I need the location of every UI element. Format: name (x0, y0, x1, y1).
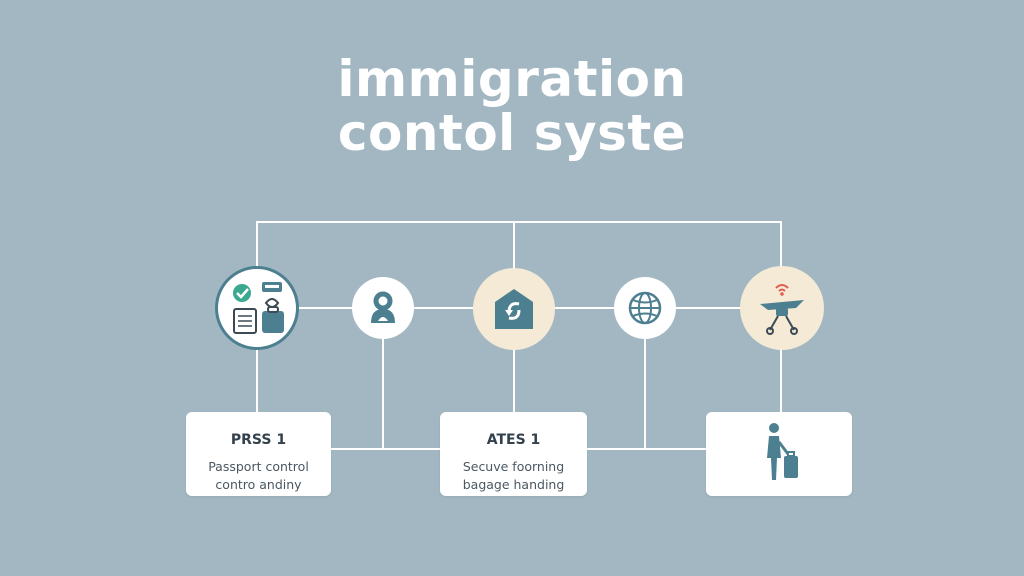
diagram-title-line-2: contol syste (337, 104, 687, 162)
card-line: Passport control (208, 459, 309, 474)
drone-signal-icon (760, 284, 804, 335)
card-line: Secuve foorning (462, 459, 565, 474)
globe-icon (628, 291, 662, 325)
card-baggage-handling: ATES 1 Secuve foorning bagage handing (440, 412, 587, 496)
card-title: ATES 1 (486, 432, 541, 448)
card-line: bagage handing (462, 477, 565, 492)
node-house-arrows (473, 268, 555, 350)
node-person (352, 277, 414, 339)
traveler-luggage-icon (767, 423, 798, 480)
card-passport-control: PRSS 1 Passport control contro andiny (186, 412, 331, 496)
documents-luggage-icon (233, 282, 284, 334)
node-globe (614, 277, 676, 339)
person-icon (371, 291, 395, 323)
top-connector (256, 221, 782, 308)
card-line: contro andiny (215, 477, 302, 492)
card-title: PRSS 1 (230, 432, 287, 448)
node-drone-signal (740, 266, 824, 350)
card-traveler (706, 412, 852, 496)
node-documents-luggage (215, 266, 299, 350)
house-arrows-icon (495, 289, 533, 329)
diagram-title-line-1: immigration (337, 50, 687, 108)
